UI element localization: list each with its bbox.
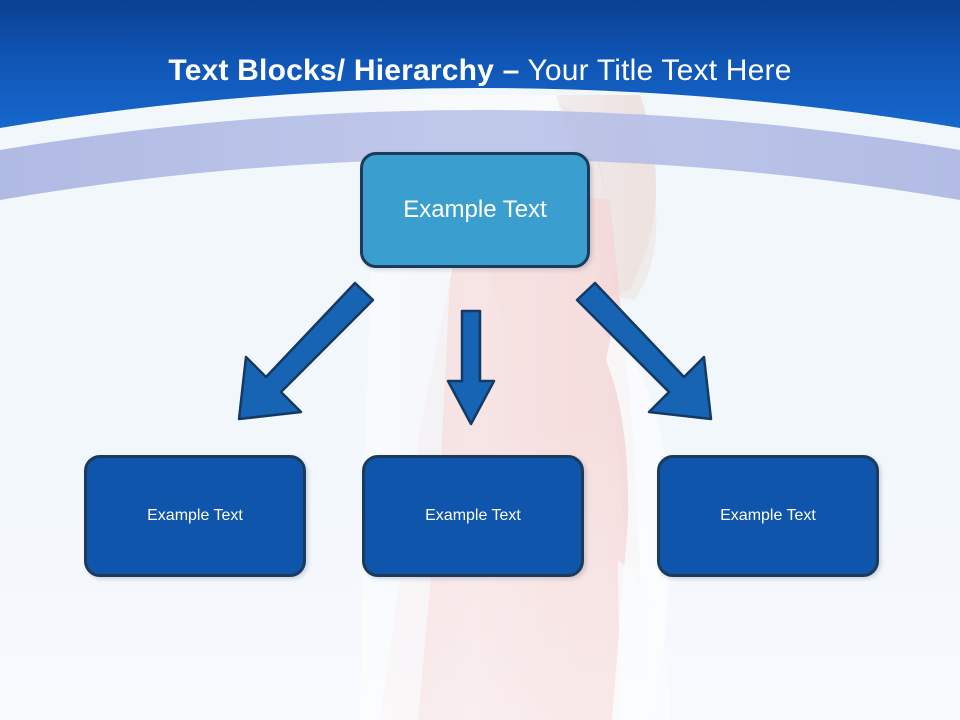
hierarchy-child-node-2[interactable]: Example Text <box>362 455 584 577</box>
hierarchy-child-label-2: Example Text <box>425 507 521 524</box>
hierarchy-parent-label: Example Text <box>403 196 547 223</box>
hierarchy-child-node-3[interactable]: Example Text <box>657 455 879 577</box>
hierarchy-child-node-1[interactable]: Example Text <box>84 455 306 577</box>
hierarchy-parent-node[interactable]: Example Text <box>360 152 590 268</box>
hierarchy-child-label-3: Example Text <box>720 507 816 524</box>
hierarchy-child-label-1: Example Text <box>147 507 243 524</box>
